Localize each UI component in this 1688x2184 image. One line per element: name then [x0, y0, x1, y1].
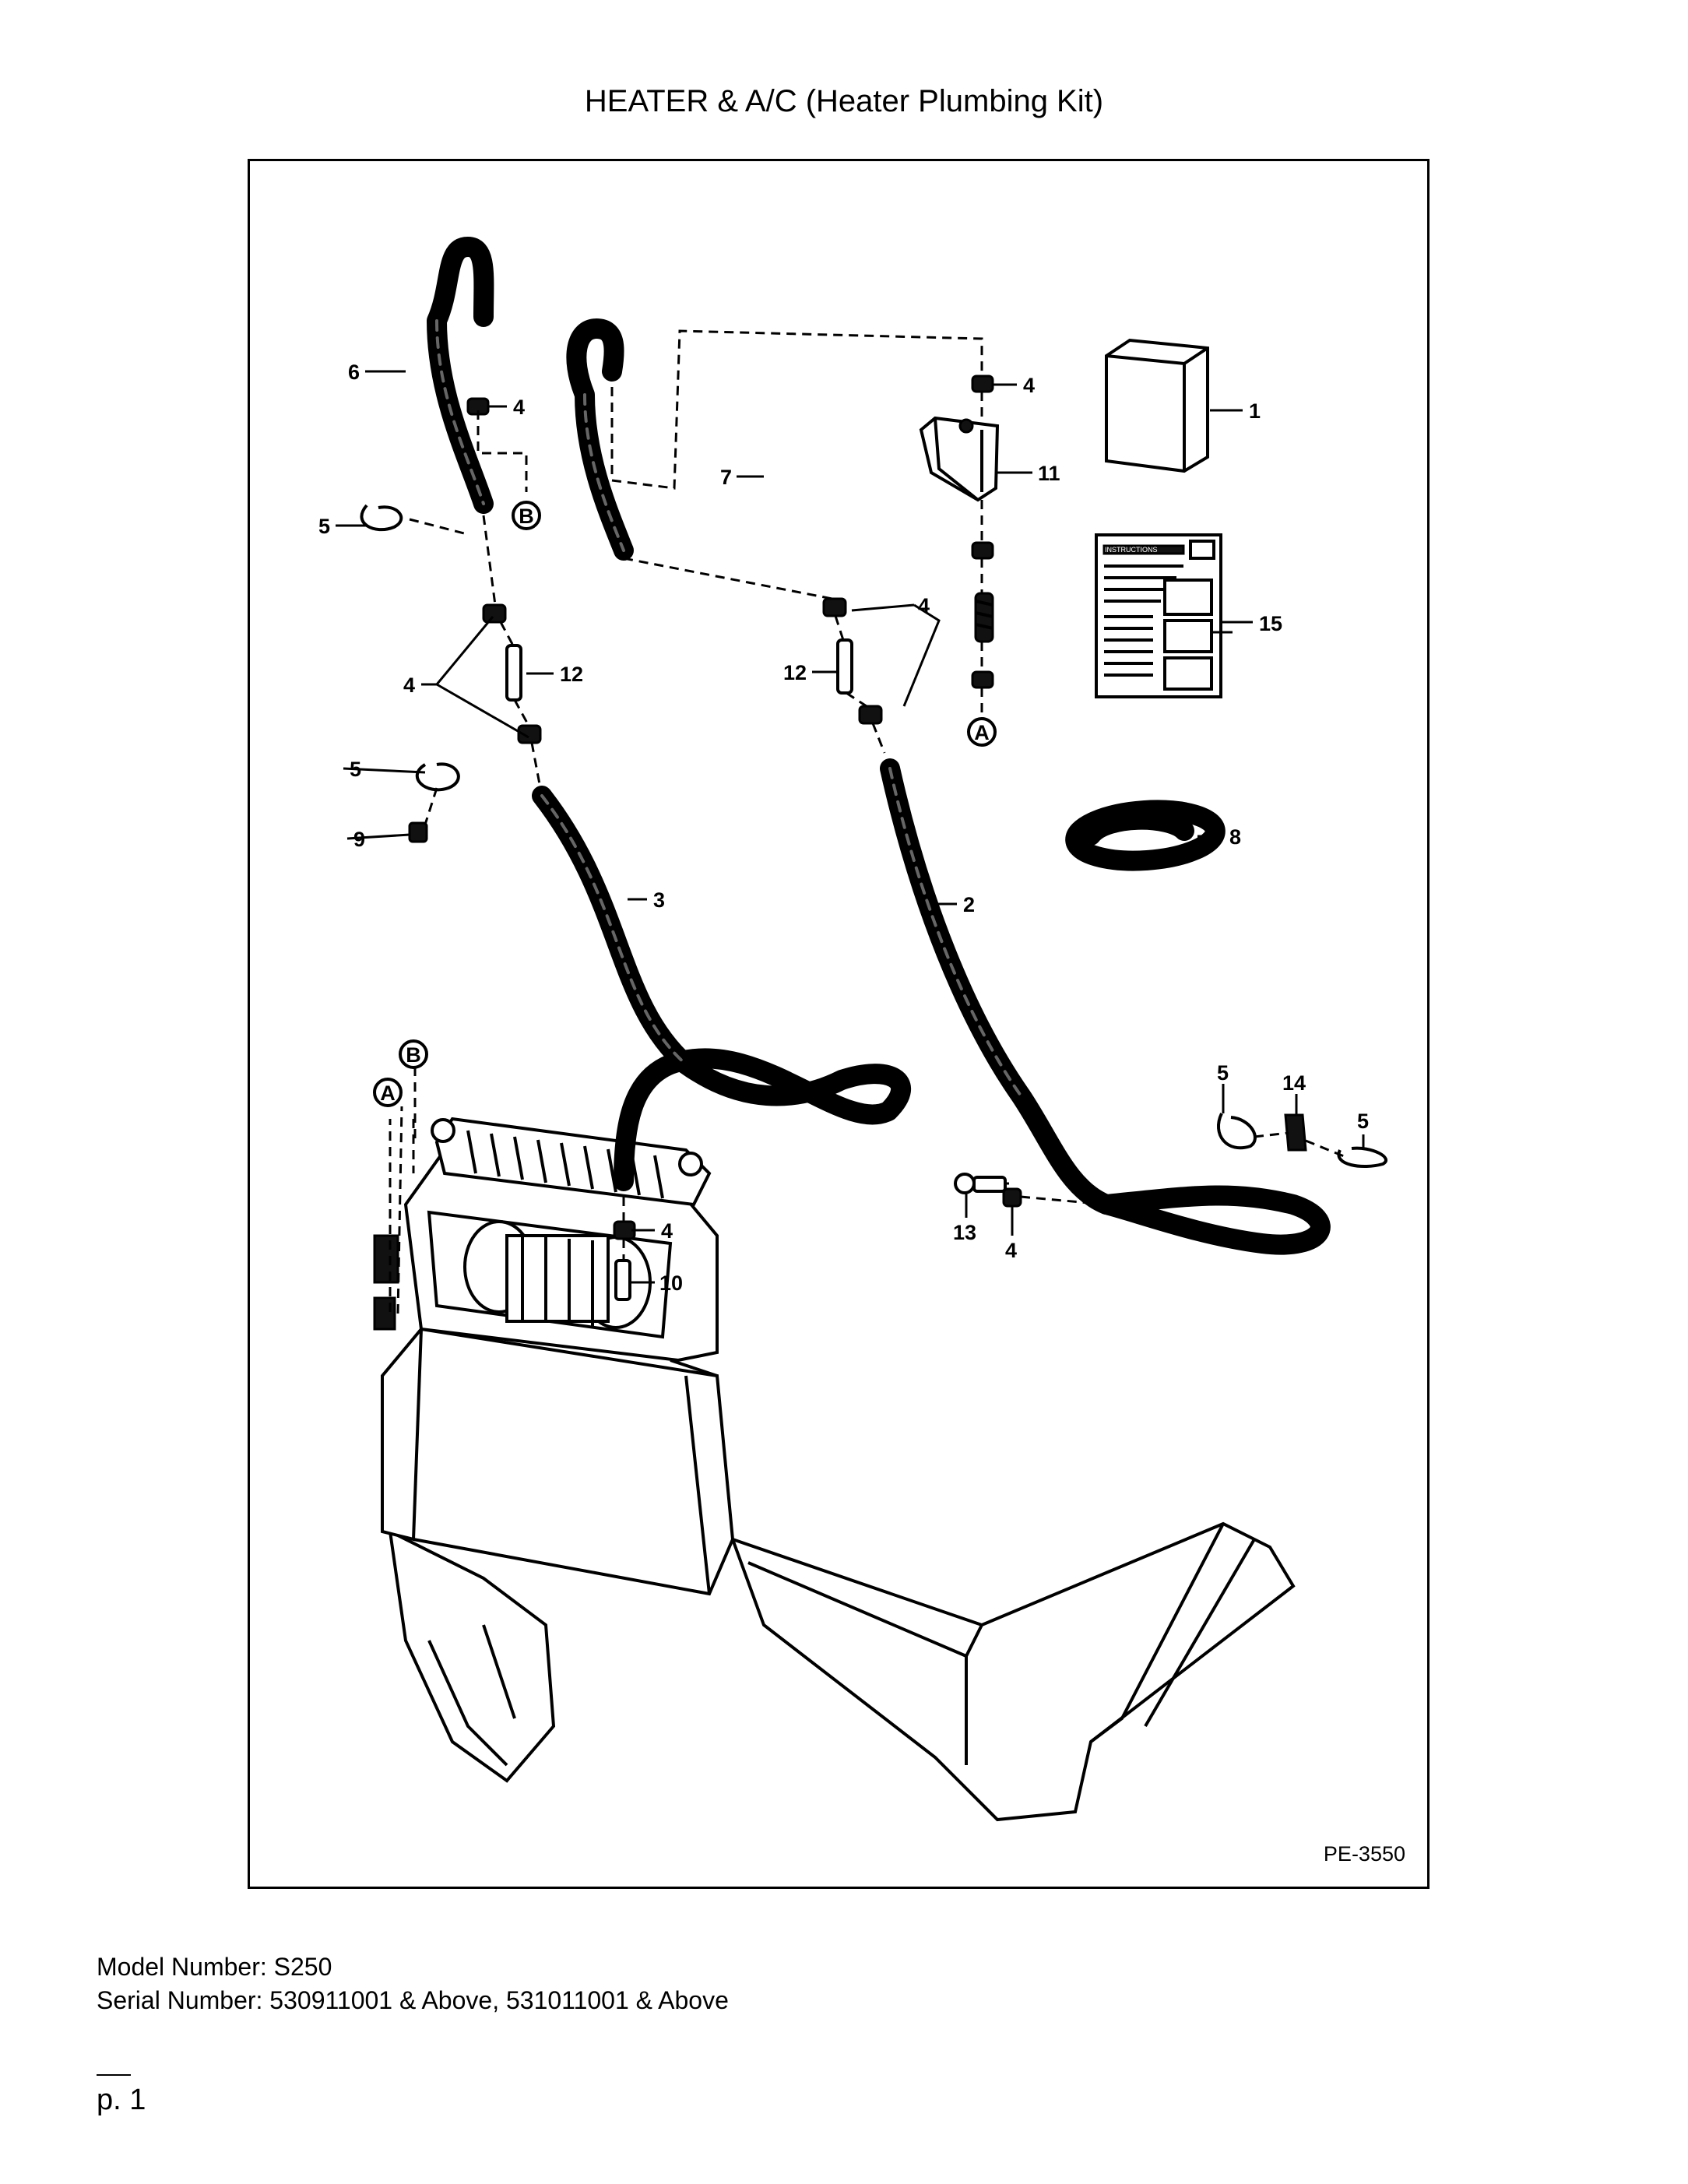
callout-5: 5 — [350, 758, 361, 781]
hose-11-short — [974, 592, 994, 643]
routing-lines — [389, 329, 1345, 1314]
callout-6: 6 — [348, 360, 360, 384]
callout-12: 12 — [560, 663, 583, 686]
hose-3 — [532, 786, 911, 1191]
serial-number: Serial Number: 530911001 & Above, 531011… — [97, 1986, 729, 2014]
callout-9: 9 — [353, 828, 365, 851]
callout-4: 4 — [403, 673, 415, 697]
callout-15: 15 — [1259, 612, 1282, 635]
callout-3: 3 — [653, 888, 665, 912]
callout-13: 13 — [953, 1221, 976, 1244]
callout-11: 11 — [1038, 462, 1060, 485]
model-number: Model Number: S250 — [97, 1953, 332, 1981]
callout-7: 7 — [720, 466, 732, 489]
leader-lines — [336, 370, 1365, 1284]
hose-2 — [880, 758, 1331, 1255]
callout-labels: 6 4 5 4 12 5 9 3 7 4 12 4 11 1 15 8 2 4 … — [318, 360, 1369, 1295]
callout-4: 4 — [661, 1219, 673, 1243]
svg-text:A: A — [380, 1081, 396, 1105]
connector-a-marker: A A — [373, 717, 997, 1107]
heater-assembly — [373, 1117, 1296, 1822]
page-number: p. 1 — [97, 2084, 146, 2116]
footer-divider — [97, 2074, 131, 2076]
connector-b-marker: B B — [399, 501, 541, 1069]
callout-4: 4 — [1023, 374, 1035, 397]
parts-diagram: INSTRUCTIONS B B — [318, 237, 1387, 1822]
coupler-icon — [505, 638, 853, 702]
callout-4: 4 — [918, 594, 930, 617]
instructions-sheet: INSTRUCTIONS — [1095, 533, 1222, 698]
callout-5: 5 — [1217, 1061, 1229, 1085]
svg-text:B: B — [406, 1043, 421, 1067]
callout-14: 14 — [1282, 1071, 1306, 1095]
callout-2: 2 — [963, 893, 975, 916]
hose-7 — [566, 318, 634, 561]
valve-icon — [919, 416, 1000, 502]
page-title: HEATER & A/C (Heater Plumbing Kit) — [584, 84, 1104, 118]
diagram-frame: INSTRUCTIONS B B — [248, 159, 1430, 1889]
instructions-label: INSTRUCTIONS — [1105, 546, 1158, 554]
callout-4: 4 — [1005, 1239, 1017, 1262]
hose-8-coil — [1065, 800, 1226, 871]
clip-icon — [360, 504, 1387, 1168]
callout-5: 5 — [318, 515, 330, 538]
callout-8: 8 — [1229, 825, 1241, 849]
callout-10: 10 — [659, 1271, 683, 1295]
kit-box-icon — [1105, 338, 1209, 473]
callout-12: 12 — [783, 661, 807, 684]
svg-text:B: B — [519, 505, 534, 528]
callout-5: 5 — [1357, 1110, 1369, 1133]
callout-4: 4 — [513, 396, 525, 419]
drawing-code: PE-3550 — [1323, 1842, 1405, 1866]
hose-6 — [427, 237, 494, 514]
callout-1: 1 — [1249, 399, 1261, 423]
svg-text:A: A — [974, 721, 990, 744]
